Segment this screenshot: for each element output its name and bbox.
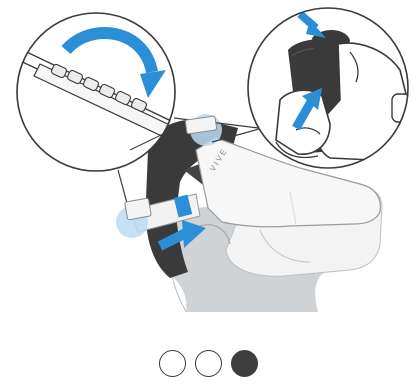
pagination-dot-1[interactable] (159, 350, 186, 377)
pagination-dot-3[interactable] (231, 350, 258, 377)
carousel-pagination (0, 348, 417, 378)
pagination-dot-2[interactable] (195, 350, 222, 377)
callout-strap-grip (248, 8, 410, 168)
